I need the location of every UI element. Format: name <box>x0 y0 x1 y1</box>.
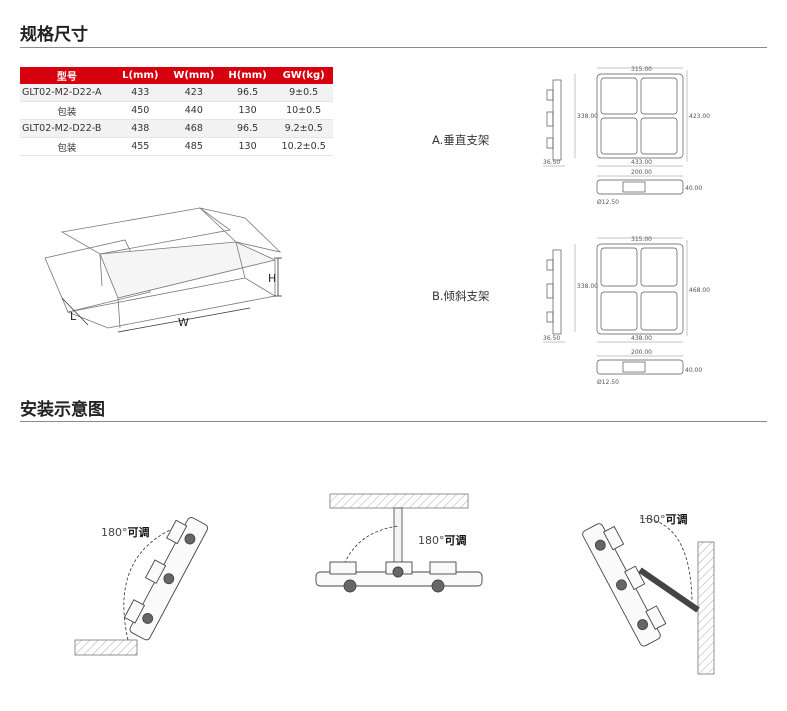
dim-a-bottom: 433.00 <box>631 159 652 166</box>
dim-b-side: 36.50 <box>543 335 560 342</box>
table-row: GLT02-M2-D22-B 438 468 96.5 9.2±0.5 <box>20 119 333 138</box>
install-wall-angle-label: 180°可调 <box>639 511 688 527</box>
dim-b-left: 338.00 <box>577 283 598 290</box>
table-row: 包装 455 485 130 10.2±0.5 <box>20 137 333 156</box>
dim-b-side-dia: Ø12.50 <box>597 379 619 386</box>
dim-a-right: 423.00 <box>689 113 710 120</box>
spec-table: 型号 L(mm) W(mm) H(mm) GW(kg) GLT02-M2-D22… <box>20 67 333 156</box>
cell-w: 423 <box>166 84 221 102</box>
install-section-title: 安装示意图 <box>20 400 105 420</box>
spec-section-title: 规格尺寸 <box>20 25 88 45</box>
angle-value: 180° <box>101 526 128 539</box>
dim-a-side-right: 40.00 <box>685 185 702 192</box>
cell-h: 130 <box>220 101 275 120</box>
cell-w: 468 <box>166 119 221 138</box>
install-ceiling-angle-label: 180°可调 <box>418 532 467 548</box>
cell-model: 包装 <box>20 137 114 156</box>
box-label-w: W <box>178 316 189 329</box>
cell-model: GLT02-M2-D22-A <box>20 84 114 102</box>
cell-gw: 10.2±0.5 <box>274 137 333 156</box>
adjustable-text: 可调 <box>665 513 688 526</box>
dim-a-side-top: 200.00 <box>631 169 652 176</box>
box-label-l: L <box>70 310 77 323</box>
cell-w: 485 <box>166 137 221 156</box>
header-model: 型号 <box>20 67 114 84</box>
angle-value: 180° <box>418 534 445 547</box>
dim-b-top: 315.00 <box>631 236 652 243</box>
install-floor-diagram <box>74 517 209 656</box>
dim-a-left: 338.00 <box>577 113 598 120</box>
package-box-diagram: H L W <box>44 207 282 333</box>
dim-b-right: 468.00 <box>689 287 710 294</box>
cell-gw: 10±0.5 <box>274 101 333 120</box>
install-floor-angle-label: 180°可调 <box>101 524 150 540</box>
cell-model: 包装 <box>20 101 114 120</box>
table-row: 包装 450 440 130 10±0.5 <box>20 101 333 120</box>
adjustable-text: 可调 <box>444 534 467 547</box>
cell-l: 450 <box>113 101 167 120</box>
box-label-h: H <box>268 272 276 285</box>
cell-l: 433 <box>113 84 167 102</box>
angle-value: 180° <box>639 513 666 526</box>
cell-h: 96.5 <box>220 84 275 102</box>
table-row: GLT02-M2-D22-A 433 423 96.5 9±0.5 <box>20 84 333 102</box>
cell-l: 438 <box>113 119 167 138</box>
install-wall-diagram <box>582 517 715 675</box>
drawing-tilt-bracket: 315.00 338.00 468.00 438.00 36.50 200.00… <box>543 236 710 386</box>
header-gw: GW(kg) <box>274 67 333 84</box>
cell-h: 96.5 <box>220 119 275 138</box>
header-w: W(mm) <box>166 67 221 84</box>
dim-a-side-dia: Ø12.50 <box>597 199 619 206</box>
bracket-a-label: A.垂直支架 <box>432 133 490 147</box>
spec-table-header: 型号 L(mm) W(mm) H(mm) GW(kg) <box>20 67 333 84</box>
dim-a-top: 315.00 <box>631 66 652 73</box>
dim-b-side-top: 200.00 <box>631 349 652 356</box>
dim-b-side-right: 40.00 <box>685 367 702 374</box>
cell-gw: 9±0.5 <box>274 84 333 102</box>
adjustable-text: 可调 <box>127 526 150 539</box>
drawing-vertical-bracket: 315.00 338.00 423.00 433.00 36.50 200.00… <box>543 66 710 206</box>
dim-a-side: 36.50 <box>543 159 560 166</box>
bracket-b-label: B.倾斜支架 <box>432 289 490 303</box>
cell-l: 455 <box>113 137 167 156</box>
cell-model: GLT02-M2-D22-B <box>20 119 114 138</box>
spec-section-rule <box>20 47 767 48</box>
dim-b-bottom: 438.00 <box>631 335 652 342</box>
header-l: L(mm) <box>113 67 167 84</box>
install-section-rule <box>20 421 767 422</box>
cell-gw: 9.2±0.5 <box>274 119 333 138</box>
header-h: H(mm) <box>220 67 275 84</box>
cell-w: 440 <box>166 101 221 120</box>
install-ceiling-diagram <box>315 493 483 593</box>
cell-h: 130 <box>220 137 275 156</box>
